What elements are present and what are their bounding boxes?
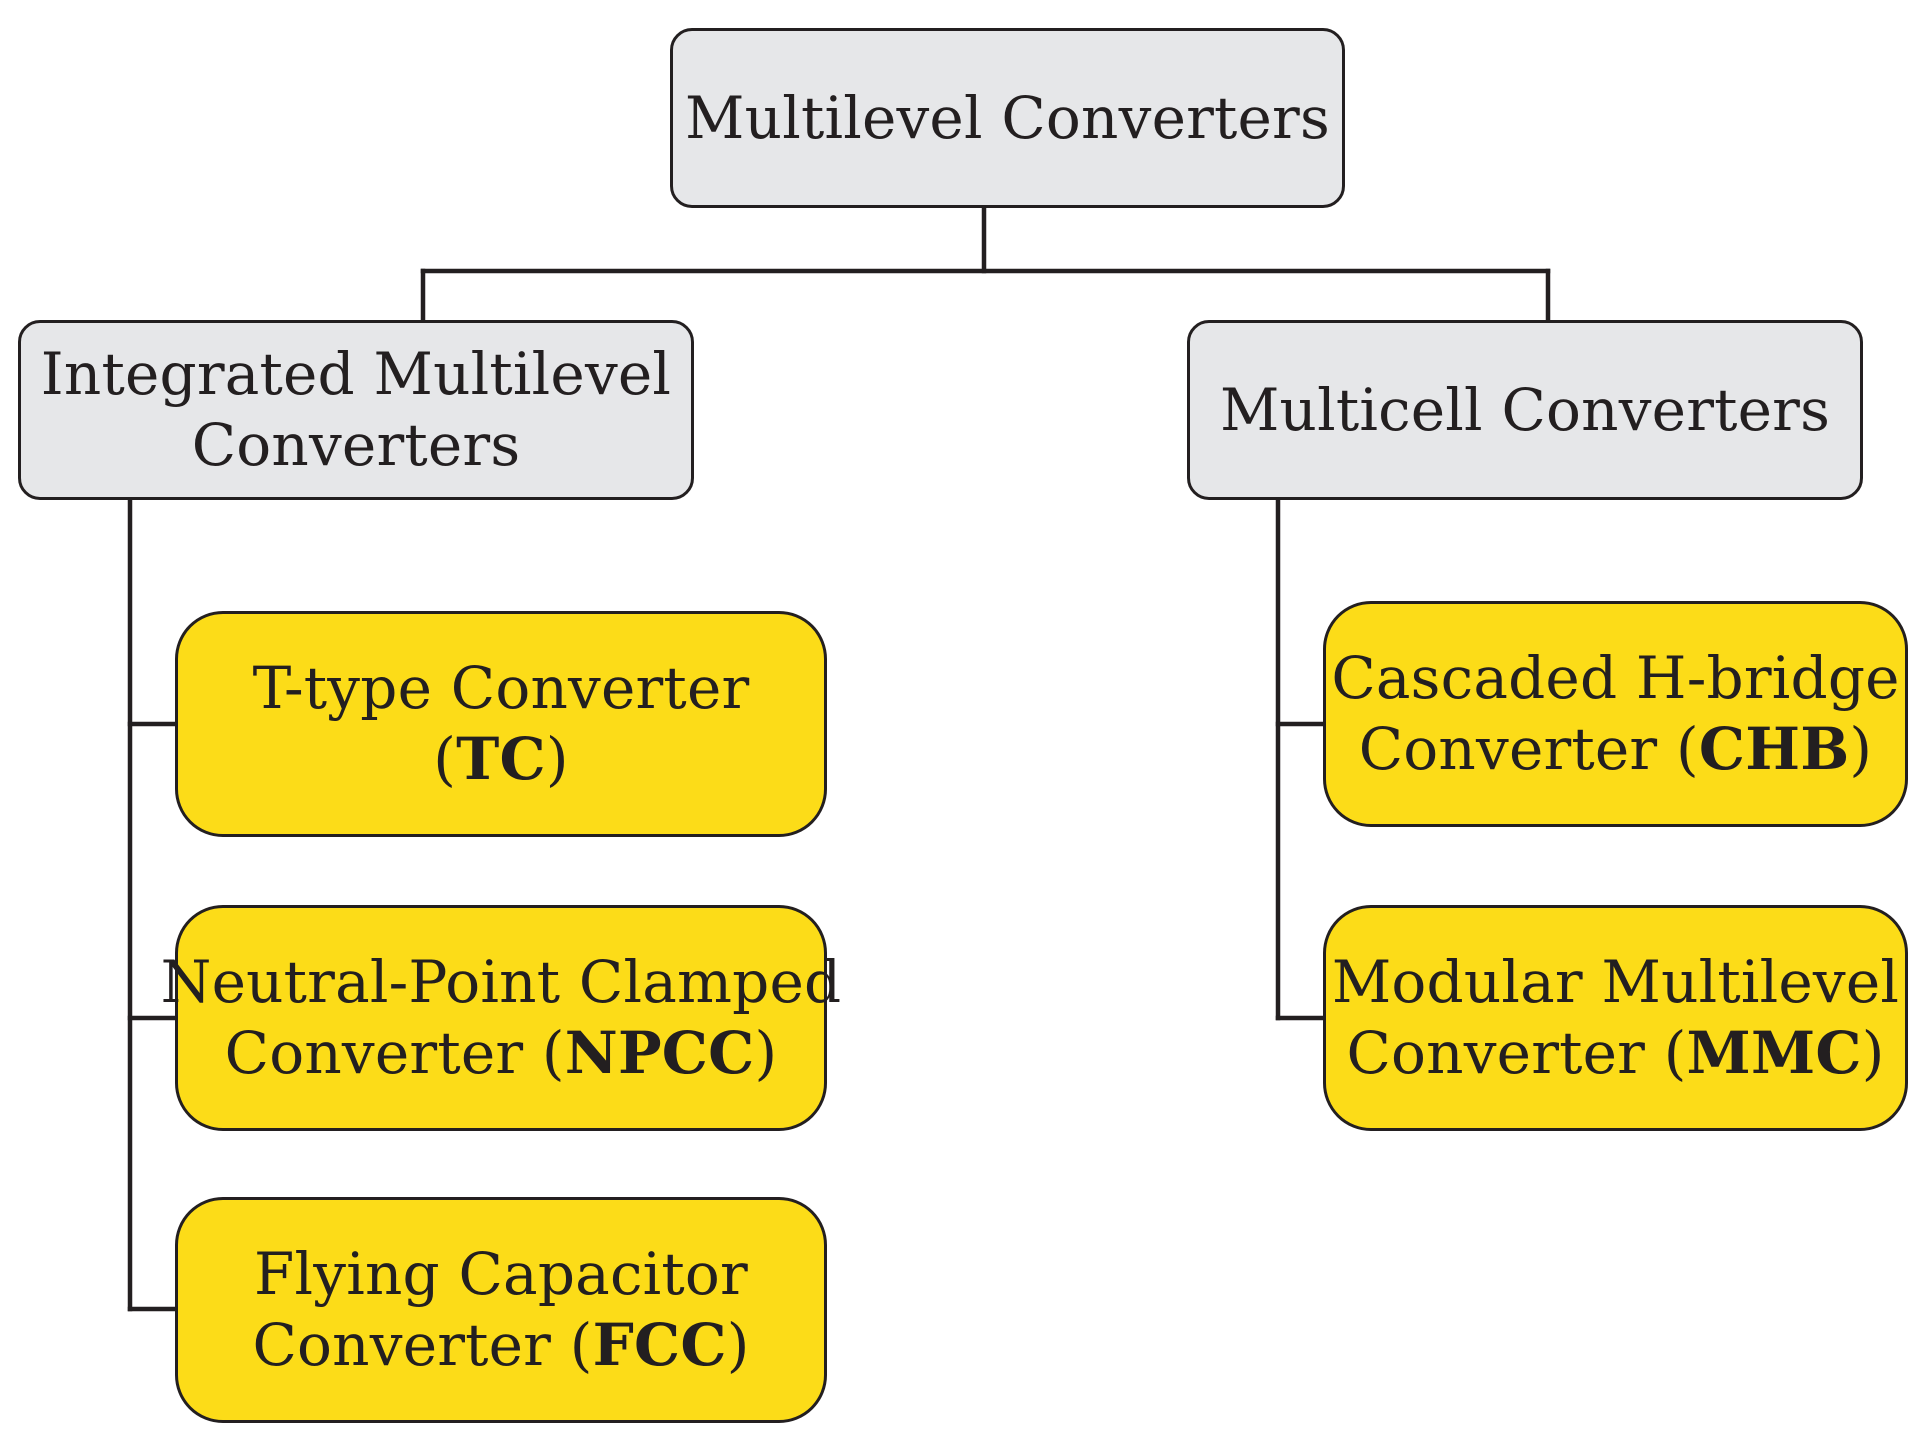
tc-abbr: TC [456, 725, 546, 793]
integrated-label-line2: Converters [191, 411, 521, 479]
chb-suffix: ) [1849, 715, 1873, 783]
fcc-abbr: FCC [592, 1311, 727, 1379]
chb-node: Cascaded H-bridge Converter (CHB) [1323, 601, 1908, 827]
chb-abbr: CHB [1698, 715, 1850, 783]
chb-prefix: Converter ( [1358, 715, 1699, 783]
tc-prefix: ( [433, 725, 457, 793]
fcc-prefix: Converter ( [252, 1311, 593, 1379]
integrated-multilevel-node: Integrated Multilevel Converters [18, 320, 694, 500]
mmc-suffix: ) [1861, 1019, 1885, 1087]
mmc-label-line1: Modular Multilevel [1331, 948, 1900, 1017]
mmc-node: Modular Multilevel Converter (MMC) [1323, 905, 1908, 1131]
integrated-label-line1: Integrated Multilevel [40, 340, 672, 409]
fcc-label-line2: Converter (FCC) [252, 1310, 749, 1381]
fcc-label-line1: Flying Capacitor [254, 1240, 748, 1309]
fcc-suffix: ) [726, 1311, 750, 1379]
npcc-abbr: NPCC [564, 1019, 755, 1087]
multicell-label: Multicell Converters [1219, 375, 1831, 444]
npcc-label-line1: Neutral-Point Clamped [160, 948, 842, 1017]
fcc-node: Flying Capacitor Converter (FCC) [175, 1197, 827, 1423]
tc-label-line1: T-type Converter [252, 654, 750, 723]
mmc-prefix: Converter ( [1346, 1019, 1687, 1087]
root-label: Multilevel Converters [685, 83, 1330, 152]
tc-label-line2: (TC) [433, 724, 568, 795]
mmc-abbr: MMC [1686, 1019, 1862, 1087]
chb-label-line1: Cascaded H-bridge [1331, 644, 1900, 713]
mmc-label-line2: Converter (MMC) [1346, 1018, 1884, 1089]
multicell-node: Multicell Converters [1187, 320, 1863, 500]
root-node: Multilevel Converters [670, 28, 1345, 208]
tc-suffix: ) [545, 725, 569, 793]
npcc-node: Neutral-Point Clamped Converter (NPCC) [161, 905, 841, 1131]
npcc-suffix: ) [754, 1019, 778, 1087]
npcc-label-line2: Converter (NPCC) [225, 1018, 778, 1089]
npcc-prefix: Converter ( [224, 1019, 565, 1087]
tc-node: T-type Converter (TC) [175, 611, 827, 837]
chb-label-line2: Converter (CHB) [1359, 714, 1873, 785]
